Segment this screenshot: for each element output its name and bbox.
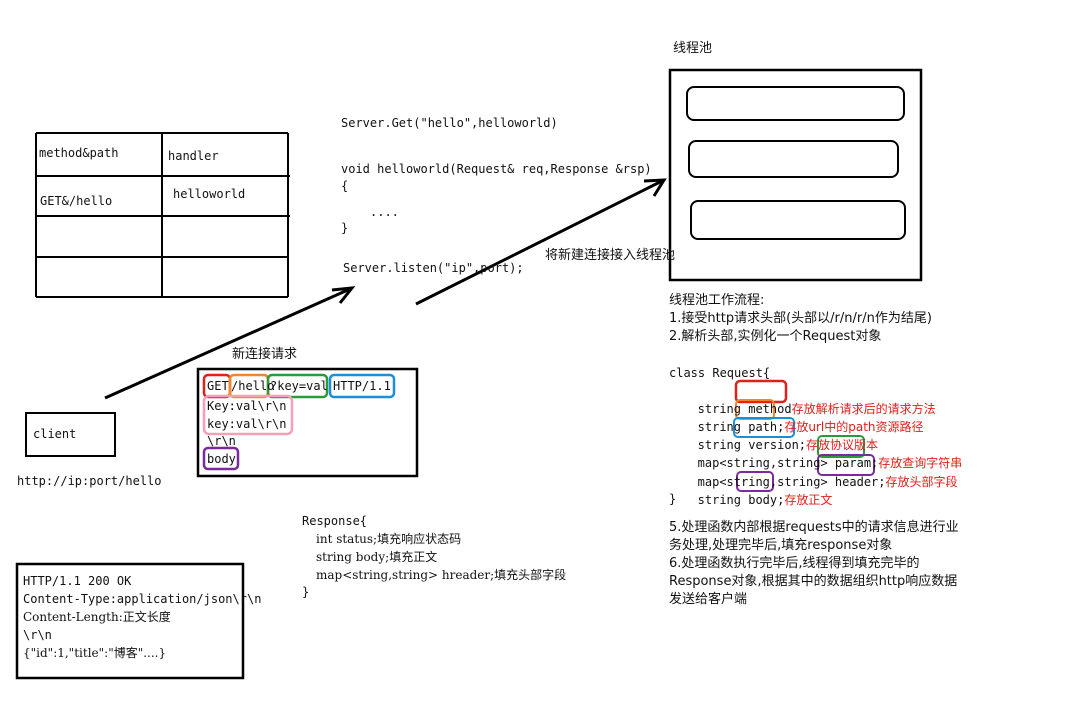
thread-slot <box>688 140 899 178</box>
response-field-header: map<string,string> hreader;填充头部字段 <box>316 568 567 582</box>
req-header-1: Key:val\r\n <box>207 399 287 413</box>
thread-pool-box <box>668 68 923 282</box>
req-version: HTTP/1.1 <box>333 379 391 393</box>
hl-field-header <box>817 454 875 476</box>
request-field-version: string version;存放协议版本 <box>697 438 879 452</box>
step-6-line-3: 发送给客户端 <box>669 592 748 607</box>
new-conn-title: 新连接请求 <box>232 347 298 362</box>
hl-field-method <box>734 379 788 404</box>
http-response-box <box>15 562 245 680</box>
thread-pool-title: 线程池 <box>673 41 713 56</box>
response-class-close: } <box>302 585 310 599</box>
arrow-label: 将新建连接接入线程池 <box>545 248 676 263</box>
request-field-body: string body;存放正文 <box>697 493 833 507</box>
req-method: GET <box>207 379 229 393</box>
client-box <box>25 412 116 457</box>
hl-field-param <box>817 435 865 458</box>
client-url: http://ip:port/hello <box>17 474 162 488</box>
step-6-line-2: Response对象,根据其中的数据组织http响应数据 <box>669 574 958 589</box>
request-class-decl: class Request{ <box>669 366 771 380</box>
server-listen-line: Server.listen("ip",port); <box>343 261 524 275</box>
request-field-header: map<string,string> header;存放头部字段 <box>697 475 958 489</box>
server-func-line: void helloworld(Request& req,Response &r… <box>341 162 652 176</box>
hl-version <box>328 373 396 399</box>
request-field-param: map<string,string> param;存放查询字符串 <box>697 456 963 470</box>
request-field-method: string method存放解析请求后的请求方法 <box>697 402 936 416</box>
arrow-client-to-server <box>104 286 356 400</box>
req-query: ?key=val <box>270 379 328 393</box>
thread-slot <box>690 200 906 240</box>
hl-query <box>266 373 329 399</box>
workflow-step-1: 1.接受http请求头部(头部以/r/n/r/n作为结尾) <box>669 311 932 326</box>
request-field-path: string path;存放url中的path资源路径 <box>697 420 924 434</box>
route-cell-handler: helloworld <box>173 187 246 201</box>
server-get-line: Server.Get("hello",helloworld) <box>341 116 558 130</box>
route-header-handler: handler <box>168 149 219 163</box>
http-status-line: HTTP/1.1 200 OK <box>23 574 132 588</box>
route-table-grid <box>35 132 290 298</box>
request-class-close: } <box>669 492 677 506</box>
http-content-length: Content-Length:正文长度 <box>23 610 171 624</box>
server-ellipsis: .... <box>370 205 399 219</box>
response-class-decl: Response{ <box>302 514 368 528</box>
hl-headers <box>202 394 294 436</box>
server-close-brace: } <box>341 221 349 235</box>
http-content-type: Content-Type:application/json\r\n <box>23 592 262 606</box>
req-body: body <box>207 452 236 466</box>
req-crlf: \r\n <box>207 434 236 448</box>
workflow-title: 线程池工作流程: <box>669 293 765 308</box>
http-crlf: \r\n <box>23 628 52 642</box>
hl-field-body <box>736 471 774 492</box>
arrow-to-thread-pool <box>415 178 667 306</box>
client-label: client <box>33 427 77 441</box>
thread-slot <box>686 86 905 121</box>
step-5-line-1: 5.处理函数内部根据requests中的请求信息进行业 <box>669 520 959 535</box>
route-header-method: method&path <box>39 146 119 160</box>
req-path: /hello <box>231 379 275 393</box>
response-field-status: int status;填充响应状态码 <box>316 532 462 546</box>
request-box <box>196 367 419 478</box>
step-5-line-2: 务处理,处理完毕后,填充response对象 <box>669 538 893 553</box>
response-field-body: string body;填充正文 <box>316 550 438 564</box>
hl-body <box>202 446 240 471</box>
http-body: {"id":1,"title":"博客"....} <box>23 646 167 660</box>
server-open-brace: { <box>341 179 349 193</box>
hl-field-version <box>733 417 795 438</box>
route-cell-method: GET&/hello <box>40 194 113 208</box>
workflow-step-2: 2.解析头部,实例化一个Request对象 <box>669 329 882 344</box>
step-6-line-1: 6.处理函数执行完毕后,线程得到填充完毕的 <box>669 556 920 571</box>
req-header-2: key:val\r\n <box>207 417 287 431</box>
